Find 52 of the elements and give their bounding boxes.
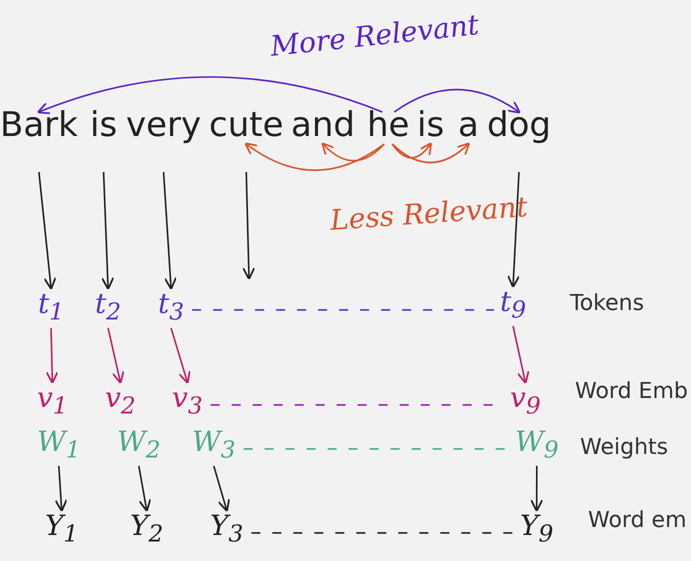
arrow [101, 172, 114, 290]
arrow [162, 172, 177, 290]
curved-arrow [244, 142, 385, 171]
sentence-word: is [90, 108, 118, 142]
arrow [507, 172, 520, 288]
sentence-word: is [417, 108, 444, 142]
arrow [138, 466, 152, 512]
math-symbol: t$_{3}$ [158, 290, 184, 324]
math-symbol: Y$_{9}$ [520, 512, 554, 546]
curved-arrow [394, 88, 521, 114]
math-symbol: t$_{1}$ [38, 290, 64, 324]
arrow [213, 466, 230, 512]
math-symbol: Y$_{2}$ [130, 512, 164, 546]
math-symbol: Y$_{3}$ [210, 512, 244, 546]
row-label: Weights [580, 437, 668, 459]
curved-arrow [392, 142, 432, 158]
arrow [107, 328, 124, 384]
row-label: Word em [588, 510, 687, 532]
sentence-word: very [126, 108, 202, 142]
handwritten-note: More Relevant [269, 11, 480, 61]
math-symbol: v$_{2}$ [105, 384, 136, 418]
sentence-word: dog [487, 108, 551, 142]
math-symbol: v$_{9}$ [510, 384, 541, 418]
arrow [512, 326, 530, 384]
math-symbol: W$_{3}$ [192, 428, 236, 462]
curved-arrow [392, 142, 470, 164]
arrow [54, 466, 68, 512]
dashed-line [192, 309, 494, 311]
math-symbol: W$_{9}$ [515, 428, 559, 462]
math-symbol: W$_{2}$ [117, 428, 161, 462]
curved-arrow [36, 76, 383, 115]
sentence-word: he [367, 108, 410, 142]
sentence-word: a [458, 108, 479, 142]
math-symbol: t$_{9}$ [500, 288, 526, 322]
row-label: Word Emb [575, 381, 688, 403]
arrow [46, 328, 59, 384]
math-symbol: t$_{2}$ [95, 290, 122, 324]
dashed-line [251, 532, 514, 534]
sentence-word: and [291, 108, 355, 142]
sentence-word: Bark [0, 108, 78, 142]
arrow [170, 328, 191, 384]
arrow [38, 172, 56, 290]
handwritten-note: Less Relevant [329, 193, 529, 235]
arrow [530, 466, 544, 512]
math-symbol: W$_{1}$ [37, 428, 81, 462]
arrow [242, 172, 256, 280]
curved-arrow [321, 142, 385, 162]
math-symbol: v$_{3}$ [172, 384, 203, 418]
math-symbol: v$_{1}$ [37, 384, 68, 418]
sentence-word: cute [209, 108, 284, 142]
row-label: Tokens [570, 293, 644, 315]
math-symbol: Y$_{1}$ [45, 512, 78, 546]
